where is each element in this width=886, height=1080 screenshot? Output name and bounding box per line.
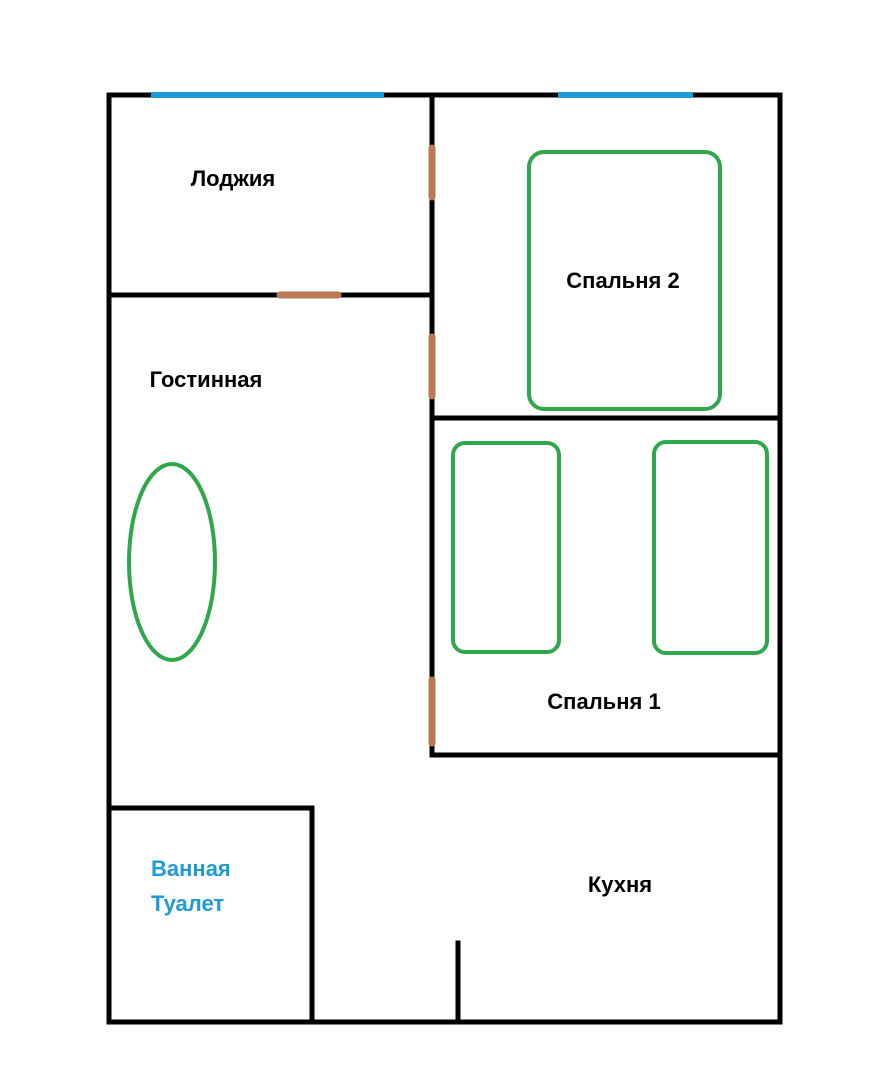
label-loggia: Лоджия: [191, 166, 276, 191]
doors: [276, 144, 436, 747]
label-bedroom2: Спальня 2: [566, 268, 679, 293]
label-bathroom-line2: Туалет: [151, 891, 224, 916]
label-bedroom1: Спальня 1: [547, 689, 660, 714]
walls: [106, 92, 783, 1025]
double-bed-icon: [527, 150, 722, 411]
furniture: [127, 150, 769, 662]
label-bathroom-line1: Ванная: [151, 856, 231, 881]
outer-wall: [106, 92, 783, 1025]
oval-table-icon: [127, 462, 217, 662]
label-living: Гостинная: [150, 367, 263, 392]
single-bed-left-icon: [451, 441, 561, 654]
single-bed-right-icon: [652, 440, 769, 655]
label-kitchen: Кухня: [588, 872, 652, 897]
room-labels: Лоджия Спальня 2 Гостинная Спальня 1 Ван…: [150, 166, 680, 916]
wall-bathroom: [106, 805, 315, 1025]
